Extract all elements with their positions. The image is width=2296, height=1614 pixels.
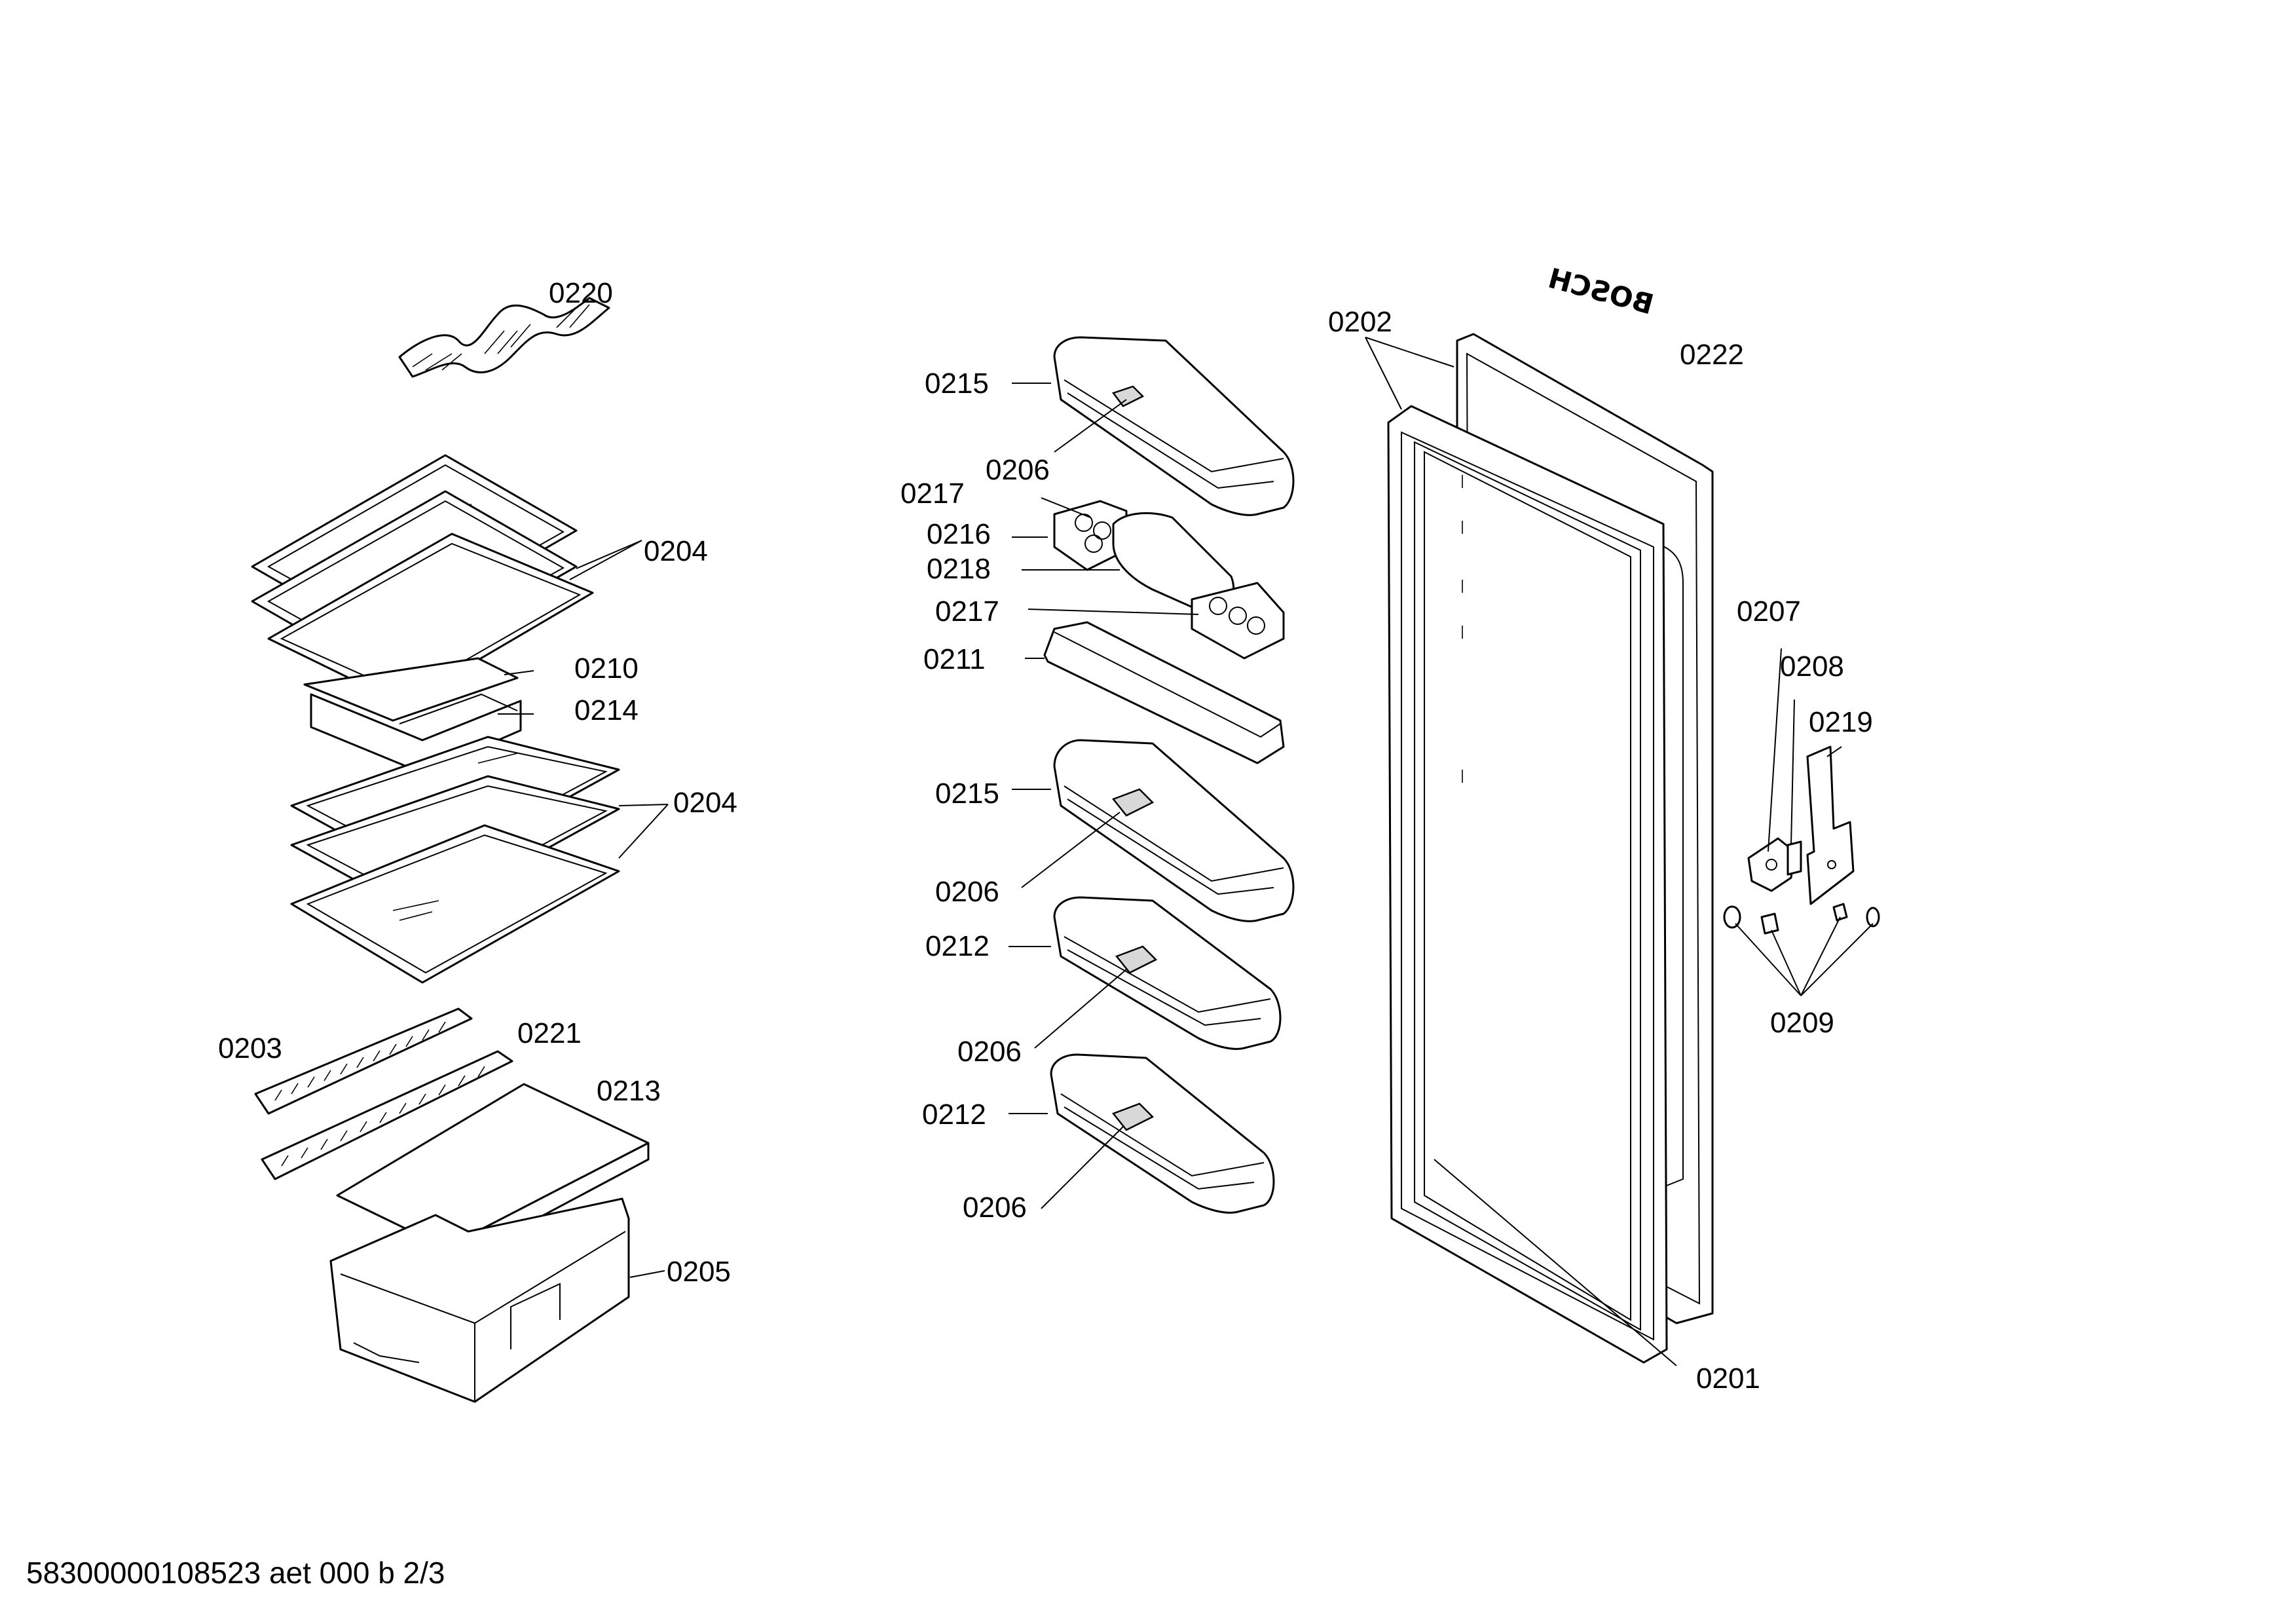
door-bin-top [1053, 336, 1295, 516]
label-0214: 0214 [574, 694, 639, 726]
label-0212-b: 0212 [922, 1098, 986, 1131]
label-0219: 0219 [1809, 706, 1873, 738]
crisper-drawer-part [329, 1197, 630, 1403]
label-0206-b: 0206 [935, 876, 999, 908]
fastener-parts [1723, 903, 1880, 935]
label-0215-middle: 0215 [935, 778, 999, 810]
drawer-frame-part [303, 657, 522, 774]
label-0202: 0202 [1328, 306, 1392, 338]
part-labels: 0220 0204 0210 0214 0204 0203 0221 0213 … [218, 277, 1873, 1395]
label-0206-c: 0206 [957, 1036, 1022, 1068]
label-0206-d: 0206 [963, 1192, 1027, 1224]
door-bin-lower-1 [1053, 896, 1282, 1050]
label-0215-top: 0215 [925, 367, 989, 400]
hinge-bracket-part [1747, 837, 1796, 892]
label-0221: 0221 [517, 1017, 582, 1049]
label-0216: 0216 [927, 518, 991, 550]
door-gasket-part [1387, 405, 1668, 1364]
label-0204-upper: 0204 [644, 535, 708, 567]
label-0213: 0213 [597, 1075, 661, 1107]
hinge-plate-part [1806, 745, 1855, 905]
label-0208: 0208 [1780, 650, 1844, 683]
label-0209: 0209 [1770, 1007, 1834, 1039]
label-0218: 0218 [927, 553, 991, 585]
brand-mark: BOSCH [1545, 262, 1657, 321]
label-0204-lower: 0204 [673, 787, 737, 819]
label-0210: 0210 [574, 652, 639, 685]
label-0207: 0207 [1737, 595, 1801, 628]
label-0201: 0201 [1696, 1362, 1760, 1395]
label-0206-a: 0206 [986, 454, 1050, 486]
glass-shelf-lower-3 [290, 824, 620, 984]
label-0217-top: 0217 [900, 478, 965, 510]
label-0205: 0205 [667, 1256, 731, 1288]
document-id: 58300000108523 aet 000 b 2/3 [26, 1556, 445, 1590]
label-0211: 0211 [923, 643, 986, 675]
label-0217-bottom: 0217 [935, 595, 999, 628]
spacer-strip-upper [254, 1007, 473, 1115]
door-shelf-shallow [1043, 621, 1285, 764]
hinge-pin-part [1787, 840, 1802, 876]
egg-tray-part [1053, 500, 1285, 660]
door-bin-middle [1053, 739, 1295, 922]
bottle-rack-part [398, 297, 610, 378]
label-0203: 0203 [218, 1032, 282, 1064]
door-bin-lower-2 [1050, 1053, 1275, 1214]
label-0222: 0222 [1680, 339, 1744, 371]
leader-lines [498, 337, 1874, 1366]
spacer-strip-lower [261, 1050, 513, 1180]
label-0212-a: 0212 [925, 930, 990, 962]
label-0220: 0220 [549, 277, 613, 309]
